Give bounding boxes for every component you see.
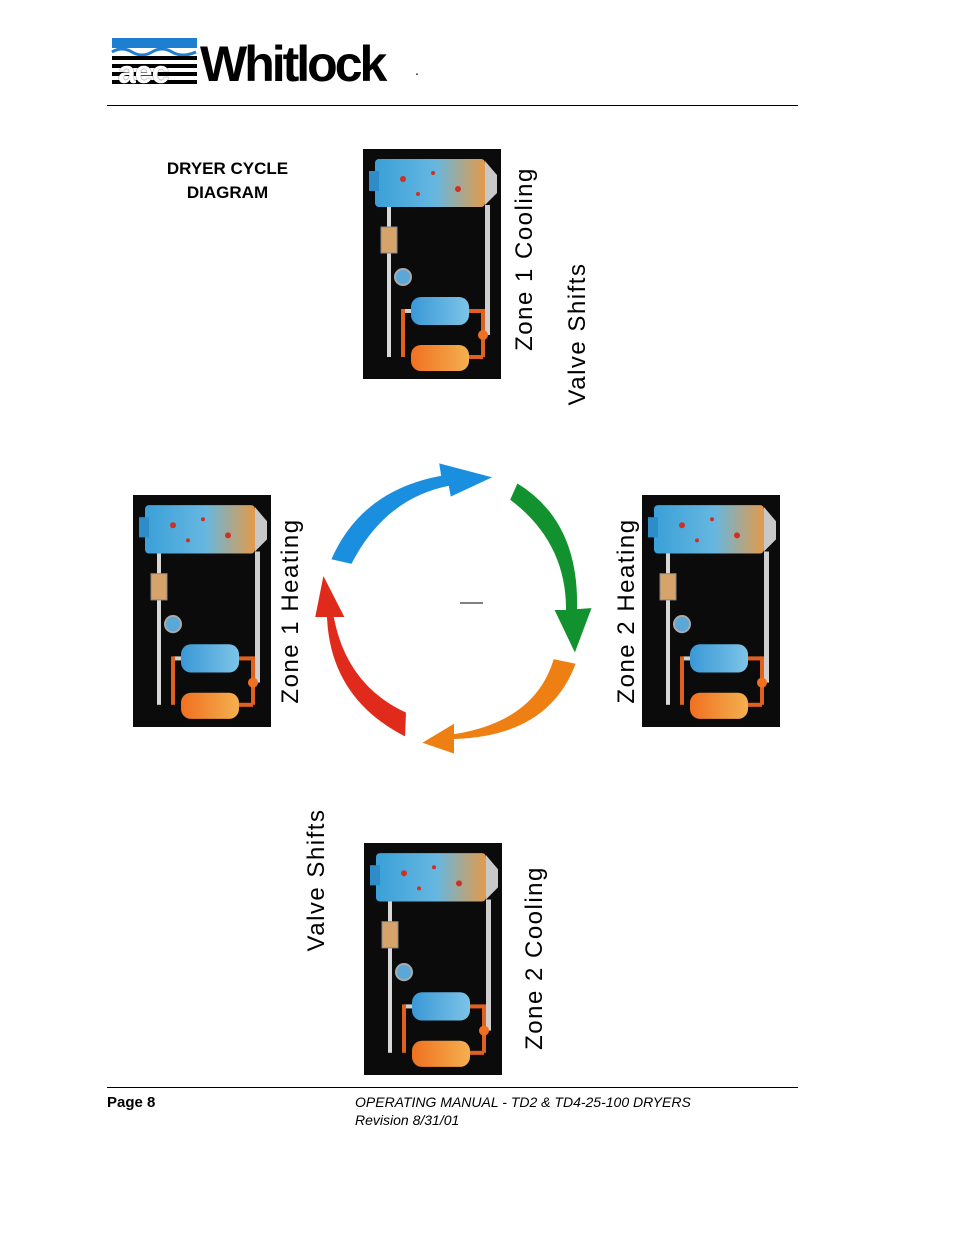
label-zone2-cooling: Zone 2 Cooling [521,866,548,1050]
label-zone1-heating: Zone 1 Heating [277,518,304,704]
manual-title: OPERATING MANUAL - TD2 & TD4-25-100 DRYE… [355,1094,691,1110]
label-valve-shifts-bottom: Valve Shifts [303,808,330,952]
arrow-blue [328,460,498,567]
logo-mark: aec [118,54,169,90]
label-zone2-heating: Zone 2 Heating [613,518,640,704]
diagram-title-line2: DIAGRAM [186,183,269,202]
logo-brand: Whitlock [200,36,387,92]
page-number: Page 8 [107,1094,156,1111]
dryer-image-zone2-heating [640,493,782,729]
aec-whitlock-logo: aec Whitlock . [110,36,425,92]
footer-rule [107,1087,798,1088]
dryer-image-zone1-cooling [362,148,502,380]
arrow-orange [417,656,579,757]
cycle-arrows [312,460,595,757]
diagram-title-line1: DRYER CYCLE [166,159,289,178]
arrow-red [312,569,409,740]
manual-info: OPERATING MANUAL - TD2 & TD4-25-100 DRYE… [355,1093,691,1129]
header-rule [107,105,798,106]
manual-revision: Revision 8/31/01 [355,1112,460,1128]
dryer-image-zone2-cooling [362,841,504,1077]
arrow-green [507,480,595,658]
diagram-title: DRYER CYCLE DIAGRAM [140,157,315,205]
logo-trademark: . [415,62,419,78]
label-zone1-cooling: Zone 1 Cooling [511,167,538,351]
dryer-image-zone1-heating [131,493,273,729]
label-valve-shifts-top: Valve Shifts [564,262,591,406]
